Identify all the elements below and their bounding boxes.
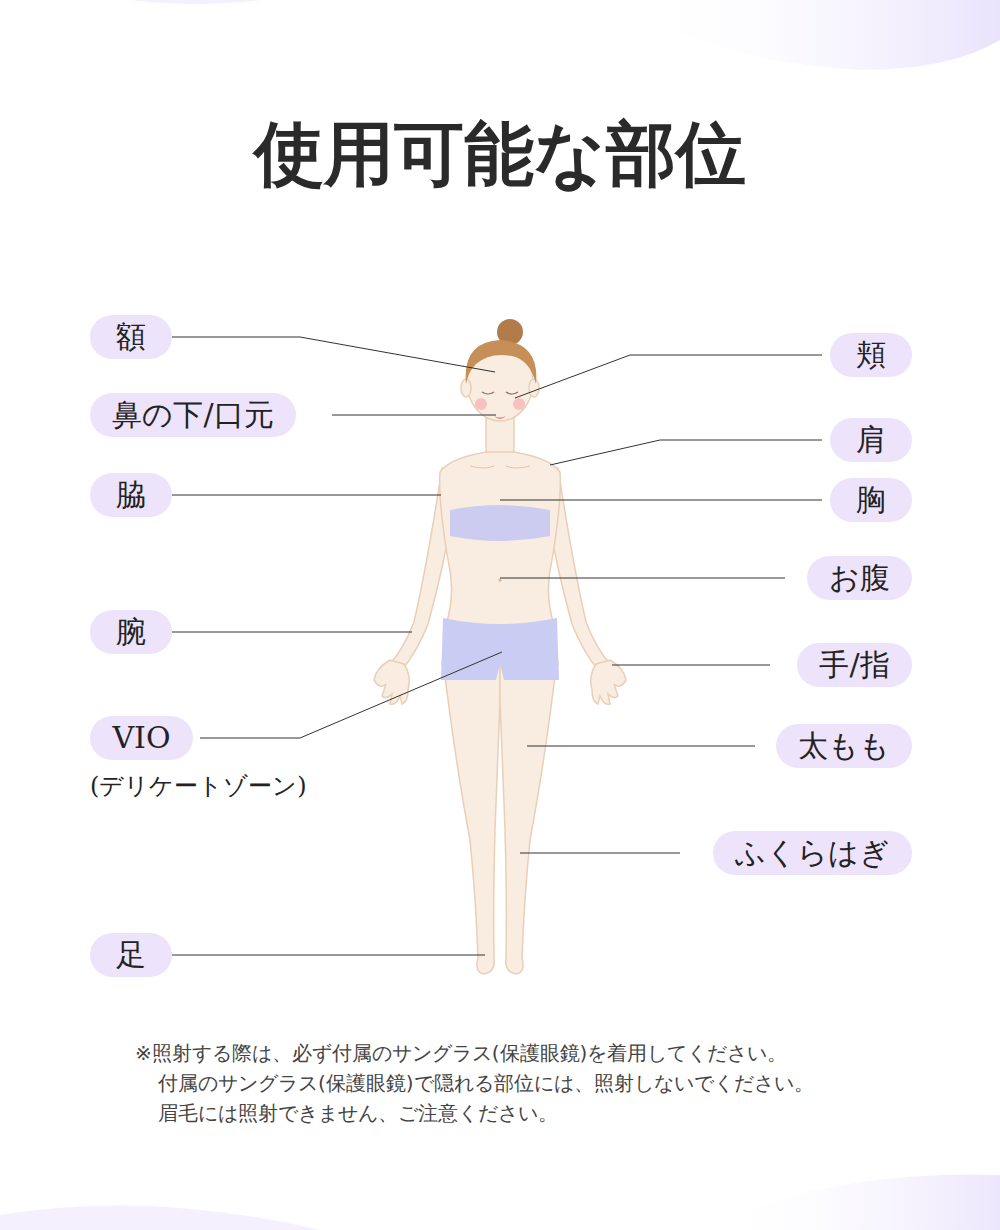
- body-part-name: 太もも: [798, 724, 890, 768]
- note-line: 眉毛には照射できません、ご注意ください。: [158, 1100, 558, 1127]
- body-part-pill: 足: [90, 933, 172, 977]
- body-part-pill: 脇: [90, 473, 172, 517]
- body-part-pill: 手/指: [797, 643, 912, 687]
- body-part-name: お腹: [829, 556, 890, 600]
- body-part-pill: お腹: [807, 556, 912, 600]
- note-line: 付属のサングラス(保護眼鏡)で隠れる部位には、照射しないでください。: [158, 1070, 814, 1097]
- body-part-pill: 太もも: [776, 724, 912, 768]
- sub-label: (デリケートゾーン): [90, 770, 307, 802]
- body-part-pill: 鼻の下/口元: [90, 393, 296, 437]
- page-title: 使用可能な部位: [0, 108, 1000, 202]
- body-part-pill: 肩: [830, 418, 912, 462]
- body-part-name: 鼻の下/口元: [112, 393, 273, 437]
- body-part-pill: 腕: [90, 610, 172, 654]
- body-part-name: 足: [116, 933, 146, 977]
- body-part-name: 腕: [116, 610, 146, 654]
- body-part-name: VIO: [112, 716, 170, 760]
- body-part-name: 頬: [856, 333, 886, 377]
- body-part-name: ふくらはぎ: [735, 831, 890, 875]
- body-part-name: 脇: [116, 473, 146, 517]
- body-part-name: 額: [116, 315, 146, 359]
- body-part-name: 胸: [856, 478, 886, 522]
- body-part-name: 肩: [856, 418, 886, 462]
- note-line: ※照射する際は、必ず付属のサングラス(保護眼鏡)を着用してください。: [135, 1040, 787, 1067]
- body-part-pill: 胸: [830, 478, 912, 522]
- body-part-name: 手/指: [819, 643, 889, 687]
- body-part-pill: VIO: [90, 716, 193, 760]
- body-part-pill: 頬: [830, 333, 912, 377]
- body-part-pill: 額: [90, 315, 172, 359]
- body-part-pill: ふくらはぎ: [713, 831, 912, 875]
